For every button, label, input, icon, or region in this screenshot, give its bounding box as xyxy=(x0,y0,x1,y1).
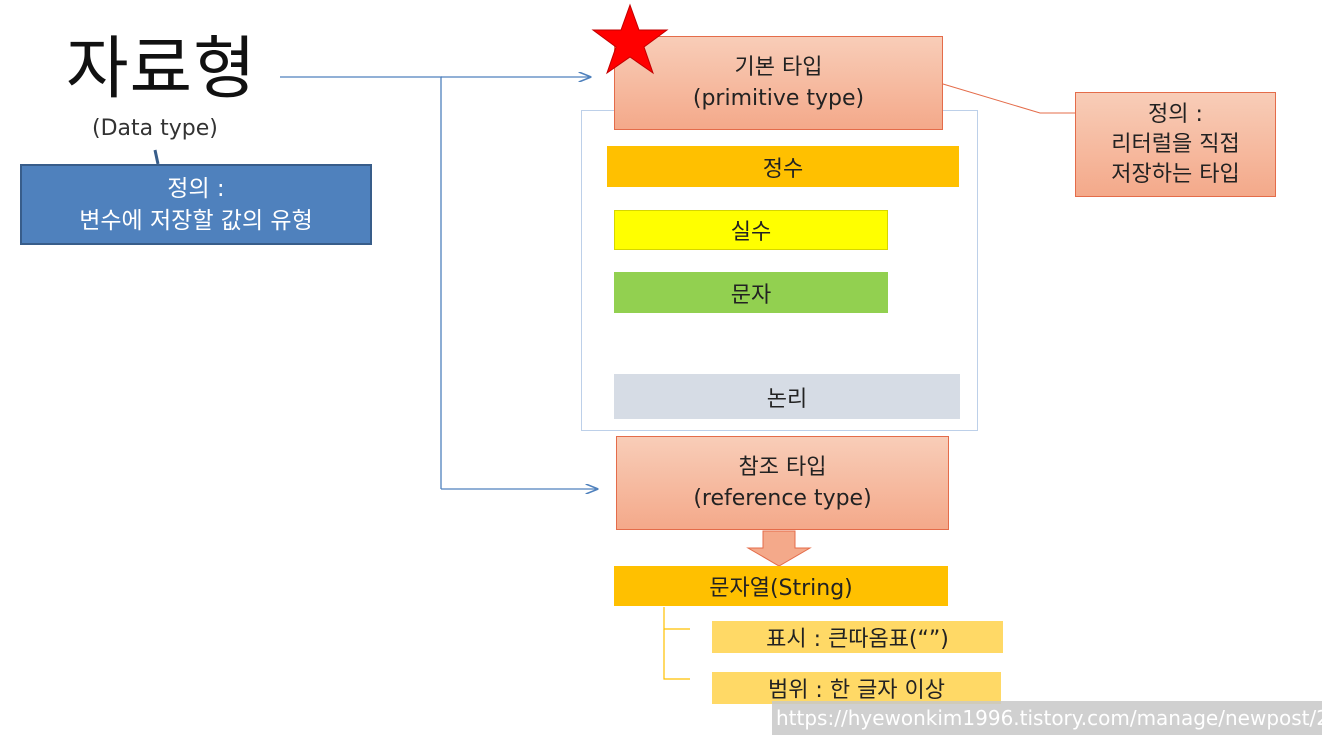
string-display-note: 표시 : 큰따옴표(“”) xyxy=(712,621,1003,653)
string-box: 문자열(String) xyxy=(614,566,948,606)
definition-connector xyxy=(942,83,1075,114)
reference-label: 참조 타입 xyxy=(738,455,827,480)
type-real: 실수 xyxy=(614,210,888,250)
definition-box: 정의 : 변수에 저장할 값의 유형 xyxy=(20,164,372,245)
primitive-definition-box: 정의 : 리터럴을 직접 저장하는 타입 xyxy=(1075,92,1276,197)
type-boolean: 논리 xyxy=(614,374,960,419)
definition-line1: 정의 : xyxy=(167,175,225,202)
star-icon xyxy=(591,3,669,75)
string-range-note: 범위 : 한 글자 이상 xyxy=(712,672,1001,704)
watermark-url: https://hyewonkim1996.tistory.com/manage… xyxy=(772,701,1322,735)
page-title: 자료형 xyxy=(66,30,257,109)
down-arrow-icon xyxy=(746,530,812,567)
primitive-definition-line2: 리터럴을 직접 xyxy=(1111,131,1240,157)
note-connector-range xyxy=(663,629,690,680)
type-integer: 정수 xyxy=(607,146,959,187)
reference-english-label: (reference type) xyxy=(693,486,872,511)
primitive-english-label: (primitive type) xyxy=(692,86,865,111)
primitive-definition-line3: 저장하는 타입 xyxy=(1111,161,1240,187)
page-subtitle: (Data type) xyxy=(92,116,218,141)
reference-type-box: 참조 타입 (reference type) xyxy=(616,436,949,530)
type-char: 문자 xyxy=(614,272,888,313)
note-connector-display xyxy=(663,607,690,630)
definition-line2: 변수에 저장할 값의 유형 xyxy=(79,207,313,234)
subtitle-connector xyxy=(153,149,160,165)
primitive-label: 기본 타입 xyxy=(734,55,823,80)
primitive-definition-line1: 정의 : xyxy=(1148,101,1203,127)
primitive-type-box: 기본 타입 (primitive type) xyxy=(614,36,943,130)
